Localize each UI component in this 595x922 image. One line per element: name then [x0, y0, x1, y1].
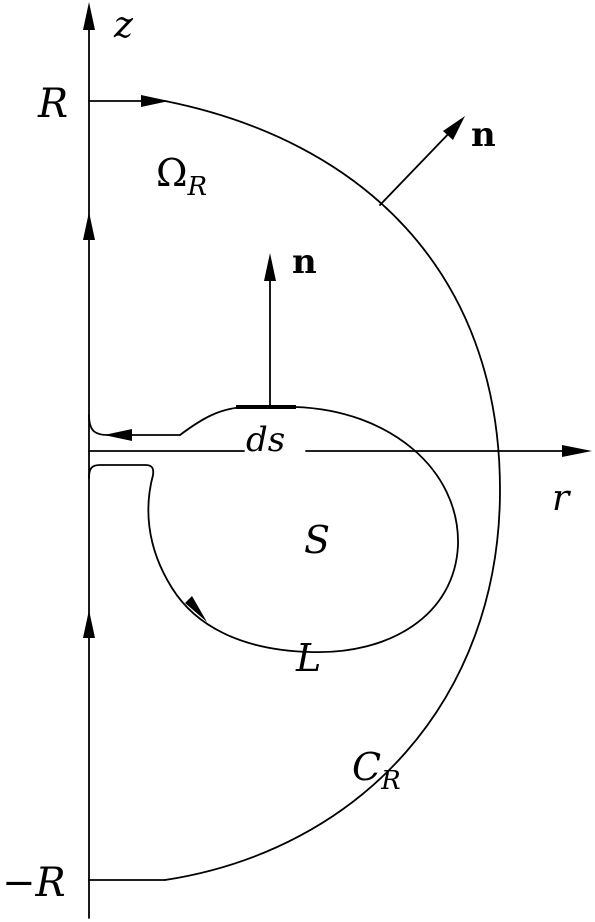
arc-normal-arrowhead: [443, 116, 465, 140]
indent-leftward-arrowhead: [104, 429, 132, 441]
inner-normal-label: n: [292, 242, 317, 282]
top-segment: [88, 95, 169, 107]
C-R-label: CR: [352, 745, 401, 796]
top-segment-arrowhead: [141, 95, 169, 107]
z-axis: [83, 2, 95, 919]
inner-indent-path: [88, 414, 181, 441]
arc-normal-vector: [379, 116, 465, 206]
arc-CR: [164, 100, 501, 881]
inner-normal-vector: [264, 253, 276, 408]
ds-label: ds: [246, 420, 285, 460]
z-axis-arrowhead: [83, 2, 95, 30]
upper-normal-label: n: [471, 115, 496, 155]
curve-L-direction-arrowhead: [185, 596, 207, 622]
omega-subscript: R: [187, 172, 208, 202]
R-bottom-label: −R: [2, 860, 66, 906]
r-axis: [88, 445, 592, 457]
C-symbol: C: [352, 745, 381, 789]
S-label: S: [304, 518, 330, 562]
z-axis-label: z: [113, 5, 134, 46]
r-axis-arrowhead: [562, 445, 592, 457]
C-subscript: R: [380, 766, 401, 796]
omega-R-label: ΩR: [156, 151, 207, 202]
inner-normal-arrowhead: [264, 253, 276, 281]
z-axis-lower-direction-arrow: [83, 610, 95, 638]
curve-L: [88, 406, 459, 653]
omega-symbol: Ω: [156, 151, 188, 195]
r-axis-label: r: [552, 478, 571, 519]
R-top-label: R: [37, 81, 68, 127]
L-label: L: [295, 636, 321, 680]
z-axis-upper-direction-arrow: [83, 212, 95, 240]
